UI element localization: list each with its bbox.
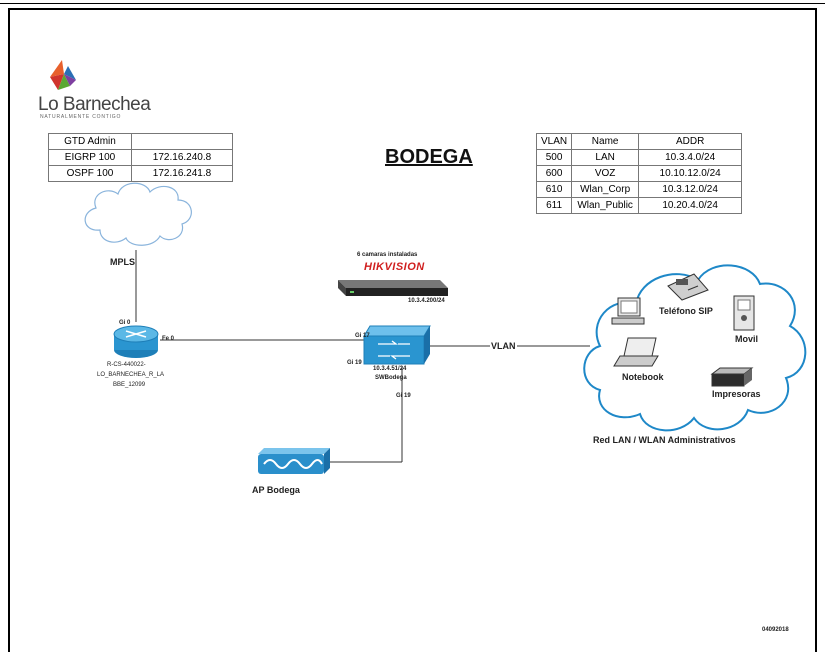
addr-col-header: ADDR: [638, 133, 743, 150]
vlan-addr: 10.3.12.0/24: [638, 181, 743, 198]
gtd-addr: 172.16.241.8: [131, 165, 233, 182]
switch-name: SWBodega: [375, 375, 407, 381]
sip-phone-label: Teléfono SIP: [659, 306, 713, 316]
date-code: 04092018: [762, 627, 789, 633]
desktop-computer-icon: [611, 297, 645, 325]
hikvision-brand: HIKVISION: [364, 261, 425, 273]
table-row: 500 LAN 10.3.4.0/24: [535, 149, 743, 166]
vlan-name: Wlan_Public: [571, 197, 640, 214]
printer-icon: [710, 367, 754, 387]
nvr-cameras-label: 6 camaras instaladas: [357, 252, 418, 258]
lo-barnechea-logo-icon: [50, 60, 76, 90]
switch-port-bottom: Gi 19: [396, 393, 411, 399]
router-name-line3: BBE_12099: [113, 382, 146, 388]
table-row: 600 VOZ 10.10.12.0/24: [535, 165, 743, 182]
vlan-id: 600: [535, 165, 573, 182]
switch-ip: 10.3.4.51/24: [373, 366, 407, 372]
switch-icon: [363, 325, 431, 365]
page-title: BODEGA: [385, 146, 473, 168]
mobile-device-icon: [733, 295, 755, 331]
switch-port-bottom-left: Gi 19: [347, 360, 362, 366]
table-row: 610 Wlan_Corp 10.3.12.0/24: [535, 181, 743, 198]
notebook-label: Notebook: [622, 372, 664, 382]
vlan-addr: 10.10.12.0/24: [638, 165, 743, 182]
mpls-cloud-icon: [84, 182, 192, 246]
switch-port-left: Gi 17: [355, 333, 370, 339]
router-port-top: Gi 0: [119, 320, 131, 326]
router-icon: [113, 325, 159, 358]
gtd-header: GTD Admin: [48, 133, 132, 150]
logo-name: Lo Barnechea: [38, 94, 151, 115]
notebook-icon: [613, 337, 659, 367]
gtd-addr: 172.16.240.8: [131, 149, 233, 166]
vlan-link-label: VLAN: [490, 341, 517, 351]
vlan-name: VOZ: [571, 165, 640, 182]
diagram-frame: [8, 8, 817, 652]
gtd-admin-table: GTD Admin EIGRP 100 172.16.240.8 OSPF 10…: [48, 133, 233, 182]
table-row: OSPF 100 172.16.241.8: [48, 165, 233, 182]
vlan-addr: 10.3.4.0/24: [638, 149, 743, 166]
table-header-row: VLAN Name ADDR: [535, 133, 743, 150]
ap-label: AP Bodega: [252, 485, 300, 495]
hikvision-nvr-icon: [338, 280, 448, 296]
vlan-addr: 10.20.4.0/24: [638, 197, 743, 214]
mobile-label: Movil: [735, 334, 759, 344]
vlan-table: VLAN Name ADDR 500 LAN 10.3.4.0/24 600 V…: [535, 133, 743, 214]
name-col-header: Name: [571, 133, 640, 150]
vlan-id: 500: [535, 149, 573, 166]
table-row: 611 Wlan_Public 10.20.4.0/24: [535, 197, 743, 214]
logo-tagline: NATURALMENTE CONTIGO: [40, 114, 122, 120]
vlan-col-header: VLAN: [535, 133, 573, 150]
gtd-proto: EIGRP 100: [48, 149, 132, 166]
vlan-id: 610: [535, 181, 573, 198]
router-port-right: Fe 0: [162, 336, 175, 342]
gtd-header-empty: [131, 133, 233, 150]
printers-label: Impresoras: [712, 389, 761, 399]
router-name-line1: R-CS-440022-: [107, 362, 146, 368]
vlan-name: LAN: [571, 149, 640, 166]
nvr-ip: 10.3.4.200/24: [408, 298, 445, 304]
sip-phone-icon: [667, 273, 709, 301]
access-point-icon: [258, 448, 330, 474]
router-name-line2: LO_BARNECHEA_R_LA: [97, 372, 165, 378]
vlan-id: 611: [535, 197, 573, 214]
lan-cloud-caption: Red LAN / WLAN Administrativos: [593, 435, 736, 445]
mpls-label: MPLS: [110, 257, 136, 267]
table-row: EIGRP 100 172.16.240.8: [48, 149, 233, 166]
vlan-name: Wlan_Corp: [571, 181, 640, 198]
top-rule: [0, 3, 825, 4]
gtd-proto: OSPF 100: [48, 165, 132, 182]
